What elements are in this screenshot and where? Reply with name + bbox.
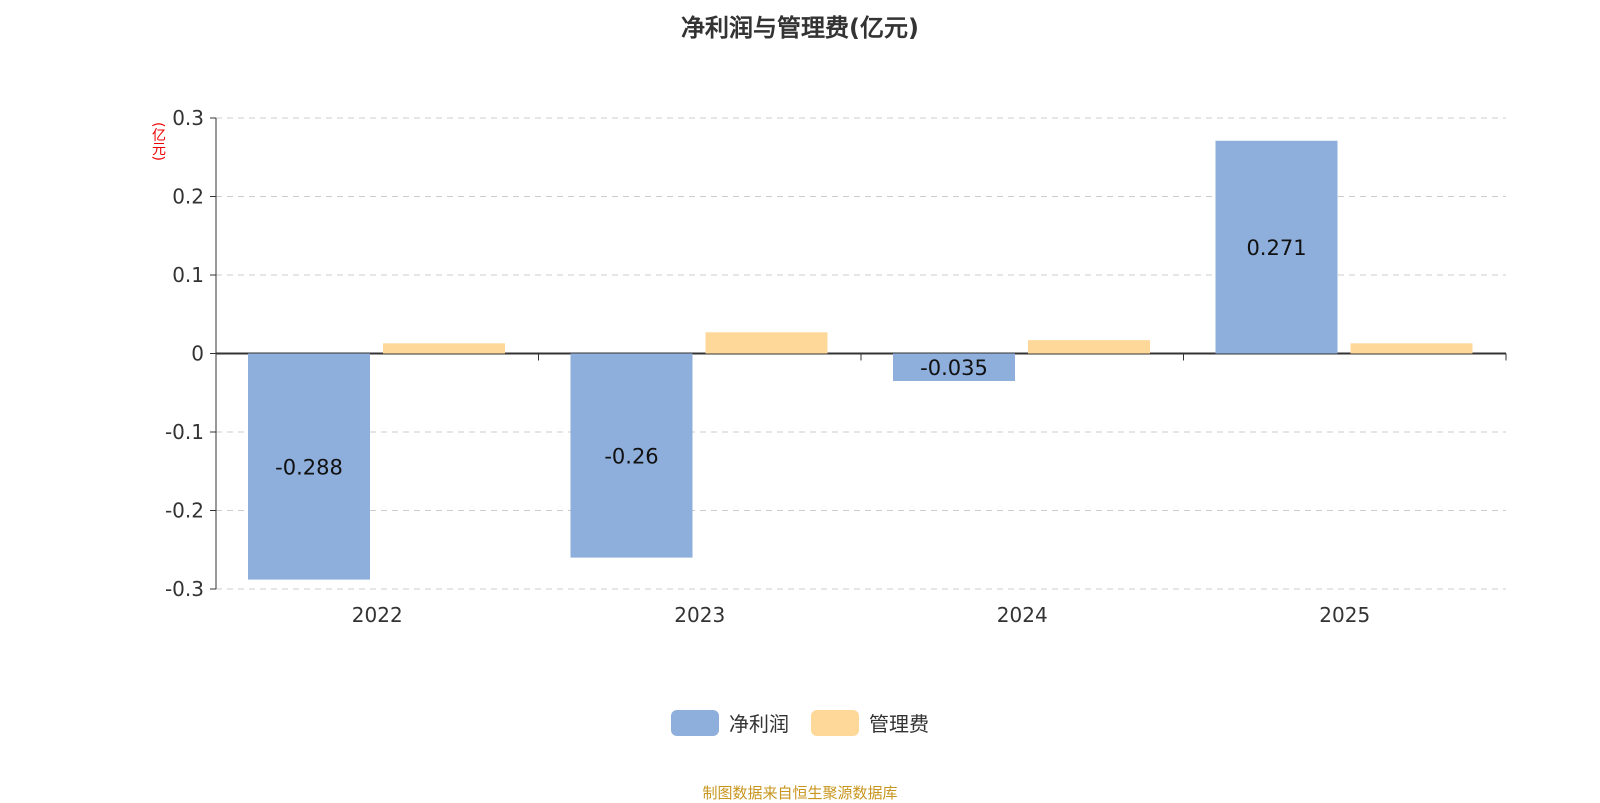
data-label: -0.288 <box>275 456 343 480</box>
y-tick-label: -0.1 <box>165 420 204 444</box>
bar-net-profit <box>248 353 370 580</box>
data-label: -0.035 <box>920 356 988 380</box>
y-tick-label: 0.3 <box>172 106 204 130</box>
y-tick-label: 0.2 <box>172 185 204 209</box>
legend-label: 净利润 <box>729 712 789 736</box>
x-tick-label: 2023 <box>674 603 725 627</box>
bar-net-profit <box>893 353 1015 381</box>
legend: 净利润 管理费 <box>0 708 1600 737</box>
bar-net-profit <box>1215 140 1338 354</box>
y-tick-label: 0.1 <box>172 263 204 287</box>
legend-item-net-profit[interactable]: 净利润 <box>671 708 789 737</box>
data-source: 制图数据来自恒生聚源数据库 <box>702 784 898 802</box>
x-tick-label: 2024 <box>997 603 1048 627</box>
bar-net-profit <box>570 353 693 558</box>
data-label: 0.271 <box>1246 236 1306 260</box>
y-tick-label: -0.3 <box>165 577 204 601</box>
chart-title: 净利润与管理费(亿元) <box>681 14 919 42</box>
legend-swatch <box>811 709 859 736</box>
bar-admin-expense <box>1350 343 1473 354</box>
legend-swatch <box>671 709 719 736</box>
data-label: -0.26 <box>604 445 658 469</box>
y-tick-label: 0 <box>191 342 204 366</box>
legend-item-admin-expense[interactable]: 管理费 <box>811 708 929 737</box>
legend-label: 管理费 <box>869 712 929 736</box>
y-axis-unit: (亿元) <box>150 122 166 161</box>
y-tick-label: -0.2 <box>165 499 204 523</box>
x-tick-label: 2025 <box>1319 603 1370 627</box>
bar-admin-expense <box>705 332 828 354</box>
bar-admin-expense <box>383 343 505 354</box>
bar-admin-expense <box>1028 340 1150 354</box>
x-tick-label: 2022 <box>352 603 403 627</box>
